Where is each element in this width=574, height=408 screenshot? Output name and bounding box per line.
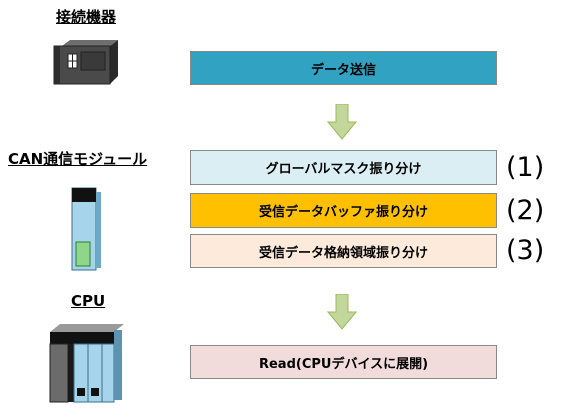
down-arrow-icon bbox=[327, 294, 357, 330]
section-title-connected-device: 接続機器 bbox=[56, 8, 117, 26]
receive-buffer-box: 受信データバッファ振り分け bbox=[190, 193, 497, 228]
down-arrow-icon bbox=[327, 104, 357, 140]
read-box: Read(CPUデバイスに展開) bbox=[190, 345, 497, 379]
connected-device-icon bbox=[53, 40, 118, 85]
cpu-unit-icon bbox=[49, 324, 124, 403]
global-mask-box: グローバルマスク振り分け bbox=[190, 150, 497, 185]
step-number-3: (3) bbox=[506, 235, 545, 266]
step-number-2: (2) bbox=[506, 195, 545, 226]
data-send-box: データ送信 bbox=[190, 51, 497, 85]
can-module-icon bbox=[71, 187, 101, 271]
storage-area-box: 受信データ格納領域振り分け bbox=[190, 234, 497, 268]
step-number-1: (1) bbox=[506, 152, 545, 183]
section-title-can-module: CAN通信モジュール bbox=[8, 150, 148, 168]
section-title-cpu: CPU bbox=[71, 292, 106, 310]
